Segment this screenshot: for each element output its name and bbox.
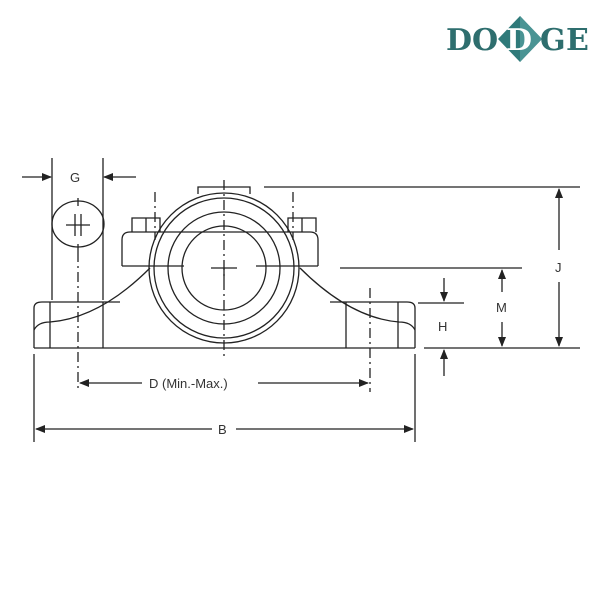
label-m: M <box>496 300 507 315</box>
label-g: G <box>70 170 80 185</box>
label-j: J <box>555 260 562 275</box>
logo-letter-d1: D <box>446 23 473 58</box>
dimension-j-m-h <box>264 186 580 376</box>
dodge-logo-graphic: D O D G E <box>446 16 590 62</box>
dimension-g <box>22 158 136 300</box>
label-d: D (Min.-Max.) <box>149 376 228 391</box>
logo-letter-d2: D <box>506 23 533 58</box>
label-b: B <box>218 422 227 437</box>
dimension-d-b <box>33 354 416 442</box>
logo-letter-g: G <box>540 23 567 58</box>
logo-letter-e: E <box>566 23 590 58</box>
dodge-logo: D O D G E <box>444 14 594 64</box>
label-h: H <box>438 319 447 334</box>
bearing-housing <box>121 180 319 358</box>
logo-letter-o: O <box>472 23 499 58</box>
